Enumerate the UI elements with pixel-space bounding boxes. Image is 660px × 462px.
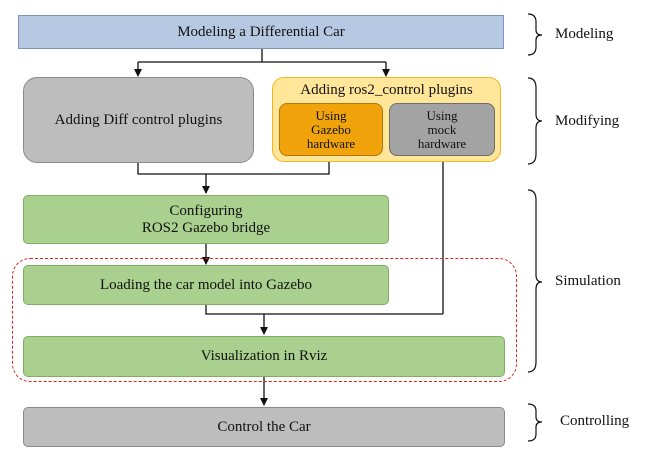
diff-plugins-box: Adding Diff control plugins	[23, 77, 254, 163]
loading-model-box: Loading the car model into Gazebo	[23, 265, 389, 305]
rviz-box: Visualization in Rviz	[23, 336, 505, 377]
simulation-dashed-outline	[12, 258, 517, 382]
phase-label-controlling: Controlling	[560, 413, 630, 429]
gazebo-hardware-box: Using Gazebo hardware	[279, 103, 383, 156]
gazebo-hardware-label: Using Gazebo hardware	[306, 107, 356, 151]
phase-label-modeling: Modeling	[555, 26, 614, 42]
phase-label-modifying: Modifying	[555, 113, 620, 129]
modeling-label: Modeling a Differential Car	[177, 23, 345, 40]
loading-model-label: Loading the car model into Gazebo	[99, 276, 312, 293]
brace-controlling	[527, 403, 543, 442]
control-car-label: Control the Car	[217, 418, 311, 435]
arrow-diff-merge	[137, 160, 330, 175]
control-car-box: Control the Car	[23, 407, 505, 447]
ros2-plugins-label: Adding ros2_control plugins	[300, 82, 473, 98]
diff-plugins-label: Adding Diff control plugins	[54, 111, 223, 128]
rviz-label: Visualization in Rviz	[200, 348, 328, 364]
gazebo-bridge-box: Configuring ROS2 Gazebo bridge	[23, 195, 389, 244]
brace-modeling	[527, 13, 543, 56]
arrow-to-diff	[138, 61, 386, 76]
phase-label-simulation: Simulation	[555, 273, 621, 289]
modeling-box: Modeling a Differential Car	[18, 15, 504, 49]
mock-hardware-box: Using mock hardware	[389, 103, 495, 156]
brace-modifying	[527, 77, 543, 165]
brace-simulation	[527, 189, 543, 373]
gazebo-bridge-label: Configuring ROS2 Gazebo bridge	[141, 202, 271, 236]
arrow-loading-merge	[205, 305, 443, 315]
mock-hardware-label: Using mock hardware	[417, 107, 467, 151]
